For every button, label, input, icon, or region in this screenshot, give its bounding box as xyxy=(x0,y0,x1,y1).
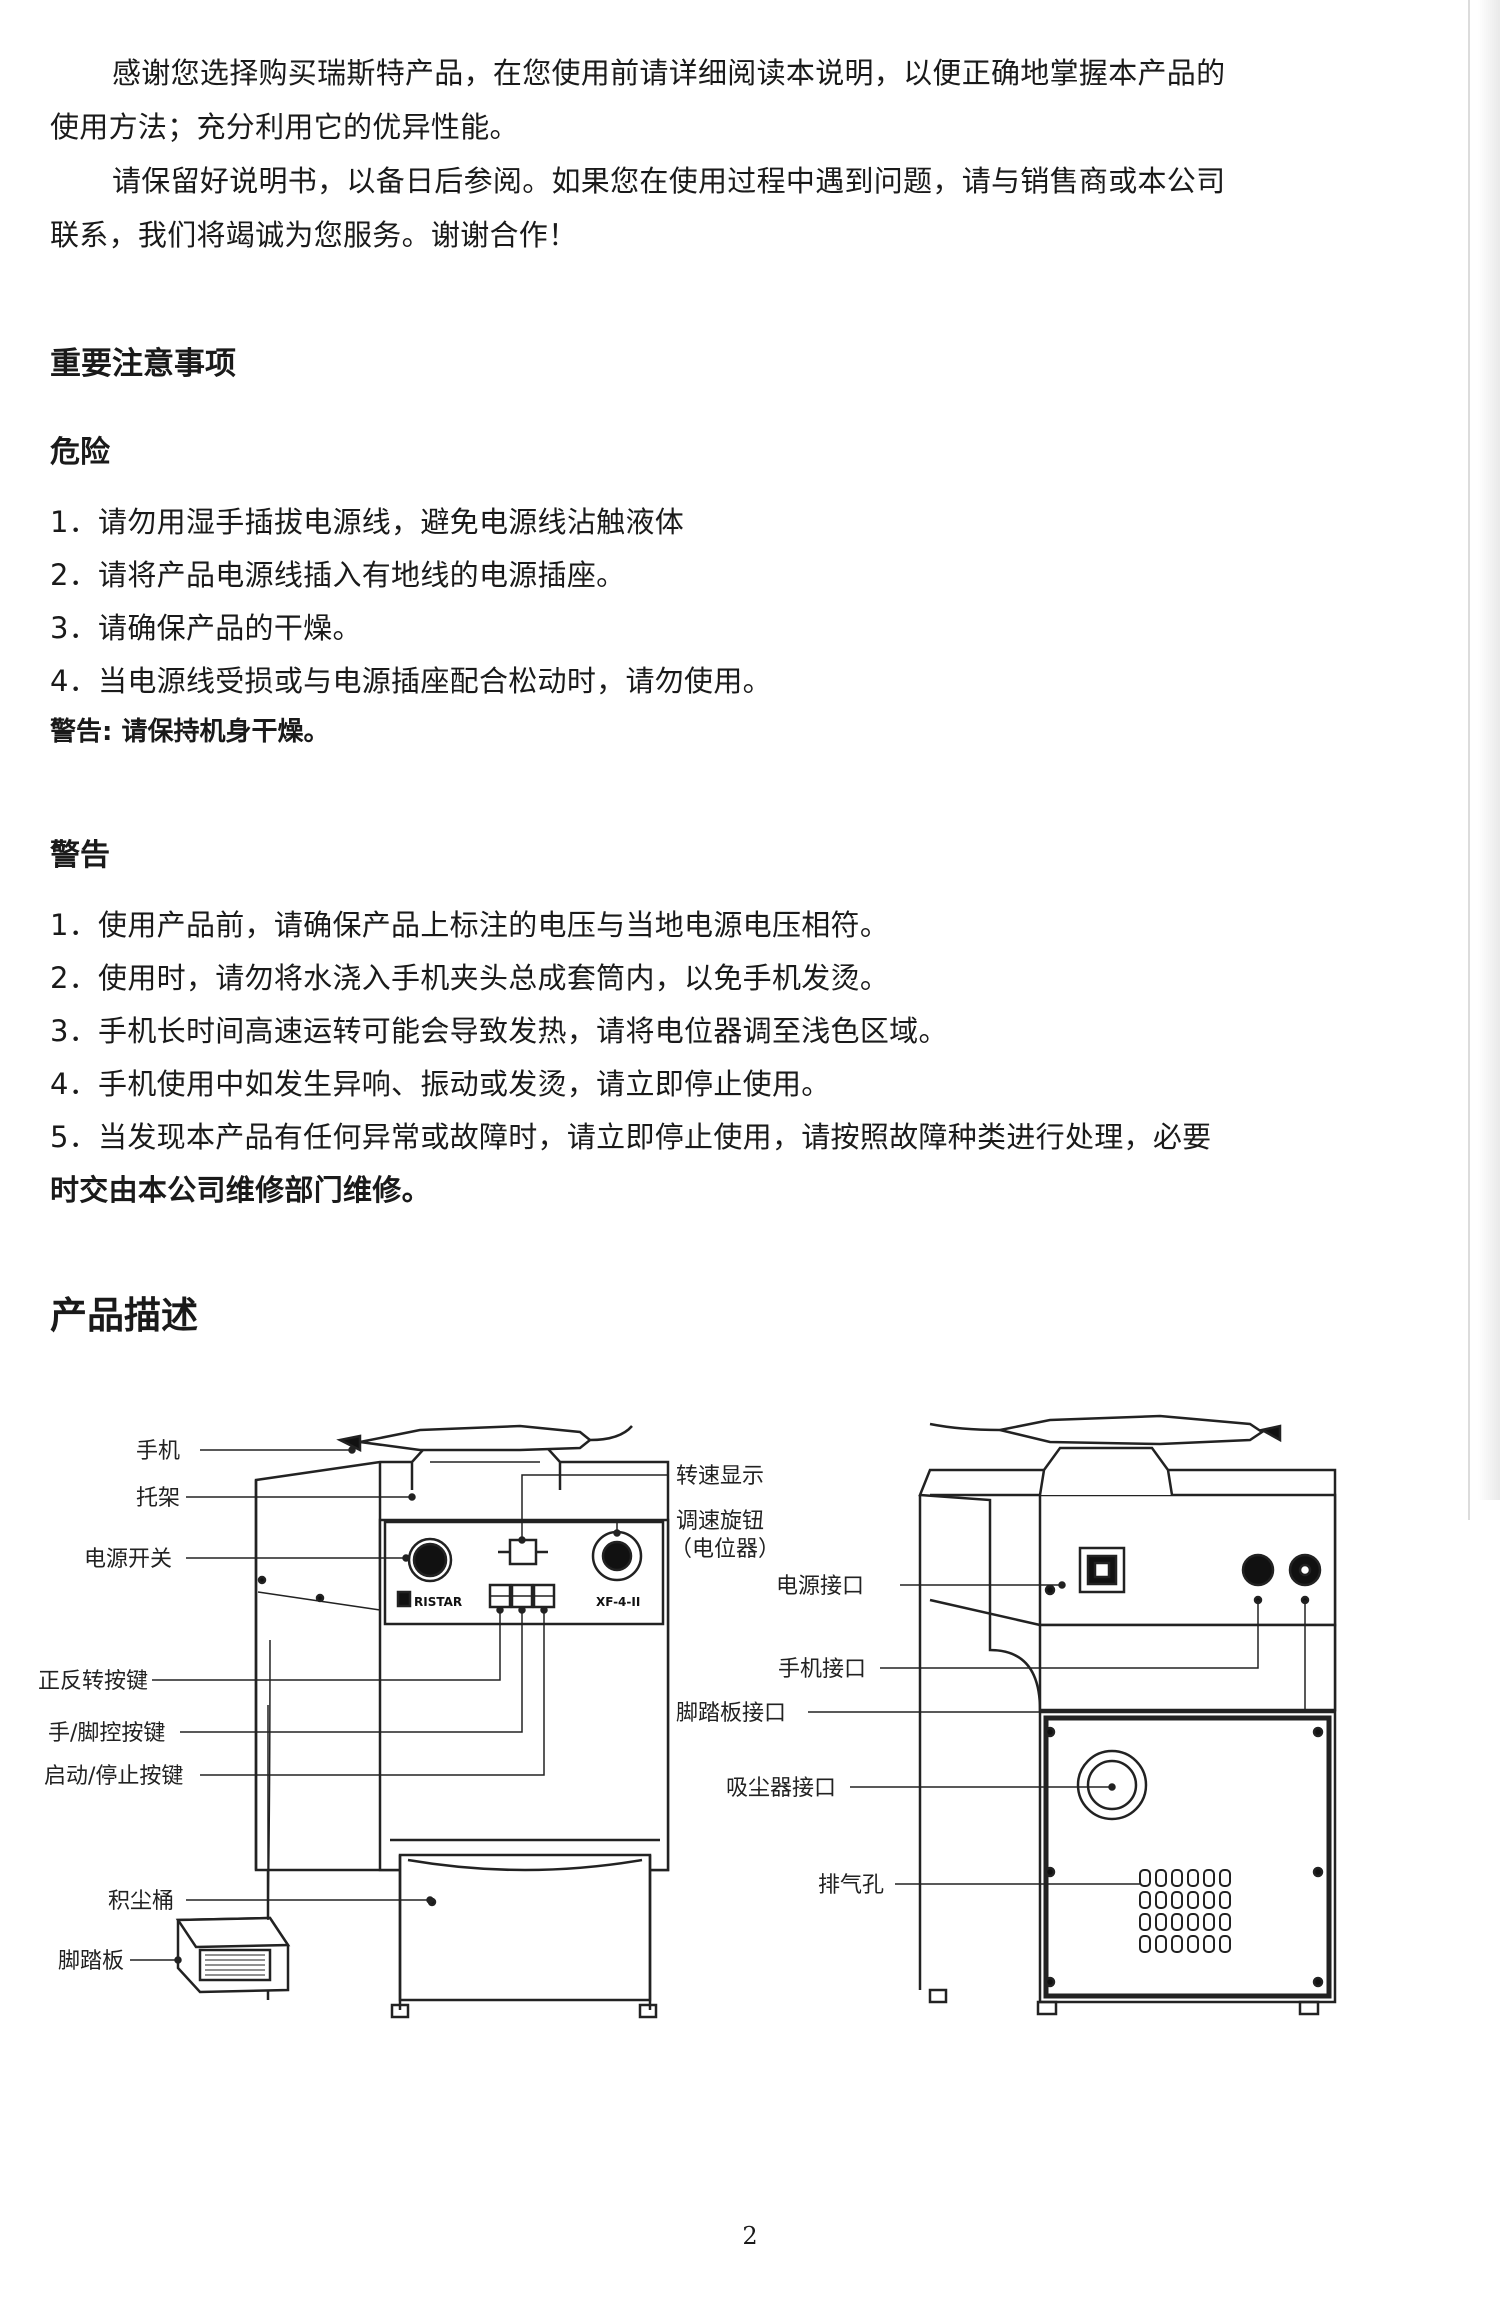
front-brand-label: RISTAR xyxy=(414,1595,462,1609)
label-exhaust: 排气孔 xyxy=(818,1873,884,1898)
intro-para2-line2: 联系，我们将竭诚为您服务。谢谢合作！ xyxy=(50,218,578,252)
front-model-label: XF-4-II xyxy=(596,1595,640,1609)
warning-item-continuation: 时交由本公司维修部门维修。 xyxy=(50,1173,431,1207)
label-fwd-rev: 正反转按键 xyxy=(38,1669,148,1694)
warning-heading: 警告 xyxy=(50,838,110,873)
label-holder: 托架 xyxy=(136,1486,180,1511)
warning-list: 1．使用产品前，请确保产品上标注的电压与当地电源电压相符。 2．使用时，请勿将水… xyxy=(50,899,1211,1217)
intro-section: 感谢您选择购买瑞斯特产品，在您使用前请详细阅读本说明，以便正确地掌握本产品的 使… xyxy=(50,46,1340,262)
label-dust-bin: 积尘桶 xyxy=(108,1889,174,1914)
label-start-stop: 启动/停止按键 xyxy=(44,1764,183,1789)
notice-heading: 重要注意事项 xyxy=(50,346,236,382)
label-potentiometer: （电位器） xyxy=(670,1537,780,1562)
label-pedal-port: 脚踏板接口 xyxy=(676,1701,786,1726)
danger-item: 1．请勿用湿手插拔电源线，避免电源线沾触液体 xyxy=(50,505,685,539)
danger-item: 2．请将产品电源线插入有地线的电源插座。 xyxy=(50,558,626,592)
warning-item: 2．使用时，请勿将水浇入手机夹头总成套筒内，以免手机发烫。 xyxy=(50,961,890,995)
warning-item: 5．当发现本产品有任何异常或故障时，请立即停止使用，请按照故障种类进行处理，必要 xyxy=(50,1120,1212,1154)
label-foot-pedal: 脚踏板 xyxy=(58,1949,124,1974)
foot-pedal-drawing xyxy=(175,1639,291,1994)
intro-para1-line1: 感谢您选择购买瑞斯特产品，在您使用前请详细阅读本说明，以便正确地掌握本产品的 xyxy=(112,56,1226,90)
front-callout-lines xyxy=(130,1446,668,1964)
front-view-machine: RISTAR XF-4-II xyxy=(254,1424,670,2019)
danger-item: 3．请确保产品的干燥。 xyxy=(50,611,362,645)
product-heading: 产品描述 xyxy=(50,1294,198,1337)
intro-para1-line2: 使用方法；充分利用它的优异性能。 xyxy=(50,110,519,144)
danger-list: 1．请勿用湿手插拔电源线，避免电源线沾触液体 2．请将产品电源线插入有地线的电源… xyxy=(50,496,772,708)
page-number: 2 xyxy=(742,2222,758,2250)
label-vacuum-port: 吸尘器接口 xyxy=(726,1776,836,1801)
front-labels: 手机 托架 电源开关 正反转按键 手/脚控按键 启动/停止按键 积尘桶 脚踏板 … xyxy=(38,1439,780,1974)
back-view-machine xyxy=(918,1414,1337,2016)
back-callout-lines xyxy=(808,1581,1306,1885)
product-diagram: RISTAR XF-4-II xyxy=(38,1414,1337,2019)
label-speed-knob: 调速旋钮 xyxy=(676,1509,764,1534)
back-labels: 电源接口 手机接口 脚踏板接口 吸尘器接口 排气孔 xyxy=(676,1574,884,1898)
page-edge-shadow xyxy=(1478,0,1500,1500)
label-power-port: 电源接口 xyxy=(776,1574,864,1599)
label-handpiece: 手机 xyxy=(136,1439,180,1464)
label-speed-display: 转速显示 xyxy=(676,1464,764,1489)
danger-item: 4．当电源线受损或与电源插座配合松动时，请勿使用。 xyxy=(50,664,772,698)
intro-para2-line1: 请保留好说明书，以备日后参阅。如果您在使用过程中遇到问题，请与销售商或本公司 xyxy=(112,164,1226,198)
danger-note: 警告: 请保持机身干燥。 xyxy=(50,717,330,747)
label-power-switch: 电源开关 xyxy=(84,1547,172,1572)
danger-heading: 危险 xyxy=(50,435,110,470)
warning-item: 1．使用产品前，请确保产品上标注的电压与当地电源电压相符。 xyxy=(50,908,890,942)
warning-item: 3．手机长时间高速运转可能会导致发热，请将电位器调至浅色区域。 xyxy=(50,1014,948,1048)
label-hand-foot: 手/脚控按键 xyxy=(48,1721,165,1746)
page-edge-line xyxy=(1468,0,1470,1520)
label-handpiece-port: 手机接口 xyxy=(778,1657,866,1682)
warning-item: 4．手机使用中如发生异响、振动或发烫，请立即停止使用。 xyxy=(50,1067,831,1101)
